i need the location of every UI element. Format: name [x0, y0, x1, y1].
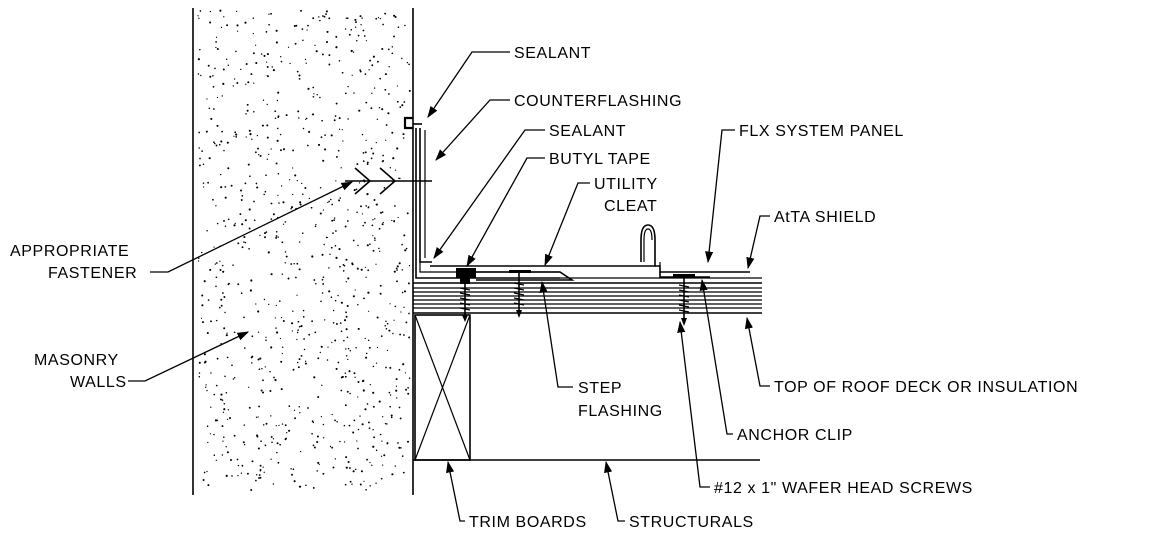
wood-blocking [414, 314, 471, 461]
label-top-of-roof-deck: TOP OF ROOF DECK OR INSULATION [774, 379, 1078, 396]
label-butyl-tape: BUTYL TAPE [549, 151, 651, 168]
label-cleat: CLEAT [604, 198, 657, 215]
label-trim-boards: TRIM BOARDS [469, 514, 587, 531]
screw-1 [459, 278, 471, 322]
masonry-stipple [197, 9, 411, 491]
label-atta-shield: AtTA SHIELD [774, 209, 876, 226]
label-wafer-head-screws: #12 x 1" WAFER HEAD SCREWS [714, 480, 973, 497]
label-masonry: MASONRY [34, 352, 119, 369]
label-anchor-clip: ANCHOR CLIP [737, 427, 853, 444]
butyl-tape [456, 268, 476, 278]
wall-fastener [345, 167, 432, 195]
label-utility: UTILITY [594, 176, 658, 193]
label-step: STEP [578, 380, 622, 397]
label-structurals: STRUCTURALS [629, 514, 754, 531]
label-sealant-mid: SEALANT [549, 123, 626, 140]
masonry-wall [192, 8, 414, 495]
label-counterflashing: COUNTERFLASHING [514, 93, 682, 110]
label-appropriate: APPROPRIATE [10, 243, 129, 260]
label-flashing: FLASHING [578, 403, 663, 420]
anchor-clip [659, 272, 710, 278]
labels: SEALANT COUNTERFLASHING SEALANT BUTYL TA… [10, 45, 1078, 531]
label-sealant-top: SEALANT [514, 45, 591, 62]
screw-2 [509, 270, 531, 318]
flx-panel [430, 224, 750, 273]
label-flx-system-panel: FLX SYSTEM PANEL [739, 123, 904, 140]
label-fastener: FASTENER [48, 265, 137, 282]
label-walls: WALLS [70, 374, 127, 391]
screws [459, 270, 695, 326]
base-flashing [415, 128, 560, 279]
counterflashing [403, 116, 432, 263]
leaders [128, 51, 770, 522]
